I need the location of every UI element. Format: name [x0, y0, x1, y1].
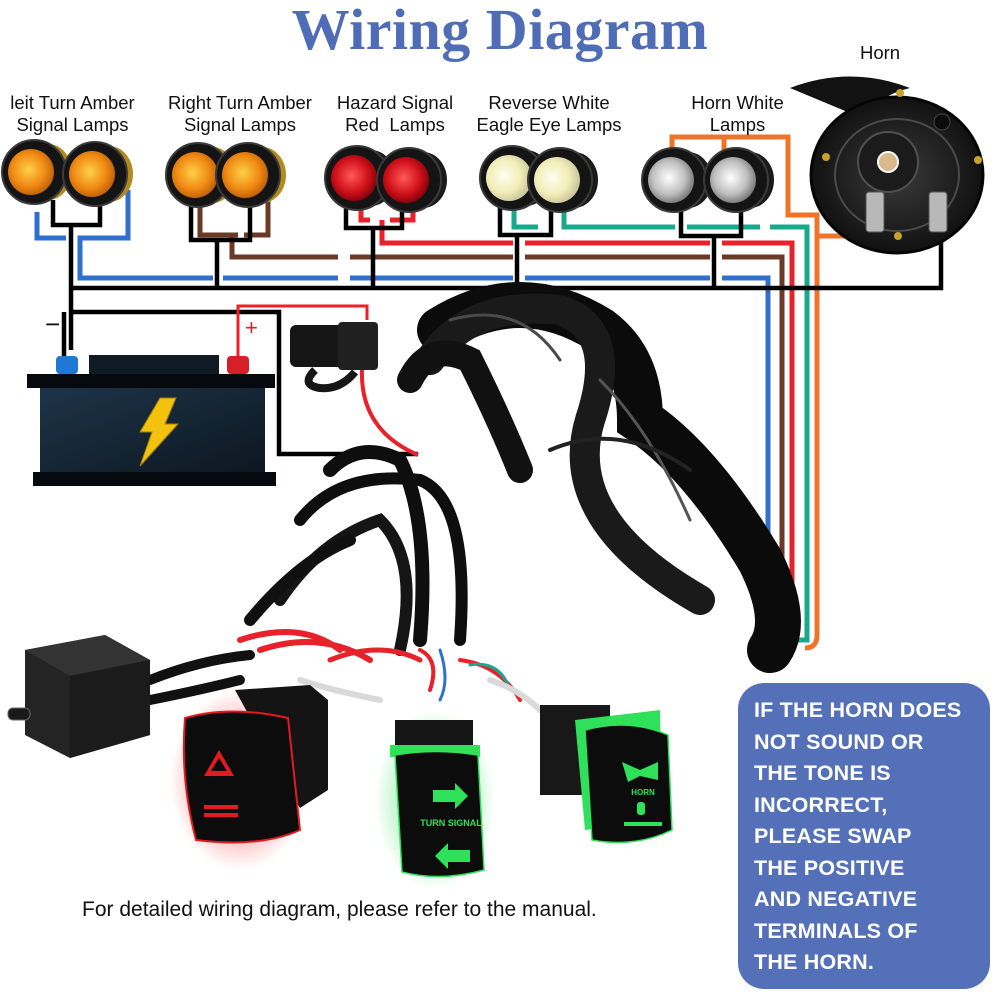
lamp-pair-1: [1, 139, 133, 207]
horn-terminal-left: [865, 191, 885, 233]
lamp: [641, 147, 712, 213]
wiring-harness: [145, 282, 801, 713]
horn-icon: [622, 762, 658, 782]
wire-battery-positive: [236, 304, 369, 368]
note-line: THE POSITIVE: [754, 855, 905, 880]
lamp-label-line1: leit Turn Amber: [10, 92, 135, 113]
note-line: IF THE HORN DOES: [754, 698, 962, 722]
lamp-label-line2: Eagle Eye Lamps: [476, 114, 622, 135]
lamp-label-line2: Lamps: [709, 114, 766, 135]
battery-positive-sign: +: [245, 315, 258, 340]
lamp: [324, 145, 395, 211]
lamp-label-line2: Signal Lamps: [16, 114, 129, 135]
horn-bell: [790, 76, 910, 118]
lamp-label-horn-white: Horn White Lamps: [670, 92, 805, 136]
lamp-pair-3: [324, 145, 447, 213]
note-line: THE HORN.: [754, 950, 875, 974]
page-title: Wiring Diagram: [291, 0, 709, 62]
lamp-label-right-turn: Right Turn Amber Signal Lamps: [156, 92, 324, 136]
left-arrow-icon: [435, 843, 470, 869]
note-line: NOT SOUND OR: [754, 729, 924, 754]
horn-label: Horn: [860, 42, 900, 64]
lamp-label-line2: Red Lamps: [345, 114, 445, 135]
lamp-label-line1: Right Turn Amber: [168, 92, 312, 113]
lamp: [527, 147, 598, 213]
battery: − +: [27, 309, 276, 486]
lamp-label-left-turn: leit Turn Amber Signal Lamps: [0, 92, 150, 136]
ground-group4: [497, 205, 554, 288]
lamp: [215, 142, 286, 208]
horn-switch-text: HORN: [631, 788, 655, 797]
ground-group5: [678, 205, 744, 288]
wire-blue-left-turn: [34, 190, 775, 618]
hazard-triangle-icon: [204, 750, 234, 776]
lamp-label-line1: Horn White: [691, 92, 784, 113]
lamp: [376, 147, 447, 213]
battery-negative-sign: −: [45, 309, 60, 339]
lamp-label-hazard: Hazard Signal Red Lamps: [325, 92, 465, 136]
horn-label-text: Horn: [860, 42, 901, 63]
lamp: [1, 139, 72, 205]
note-line: PLEASE SWAP: [754, 824, 912, 848]
lamp-pair-4: [479, 145, 598, 213]
note-line: TERMINALS OF: [754, 918, 918, 943]
footer-instruction: For detailed wiring diagram, please refe…: [82, 898, 597, 921]
wire-teal-reverse: [511, 205, 810, 643]
lamp-pair-5: [641, 147, 774, 213]
wire-red-hazard: [358, 205, 795, 628]
lamp: [62, 141, 133, 207]
right-arrow-icon: [433, 783, 468, 809]
horn-warning-note: IF THE HORN DOES NOT SOUND OR THE TONE I…: [738, 683, 990, 989]
turn-signal-text: TURN SIGNAL: [420, 818, 482, 828]
horn-switch: HORN: [540, 705, 673, 844]
flasher-relay: [7, 635, 150, 758]
lamp-label-reverse: Reverse White Eagle Eye Lamps: [464, 92, 634, 136]
lamp-label-line1: Reverse White: [488, 92, 610, 113]
battery-positive-terminal: [227, 356, 249, 374]
ground-group2: [188, 200, 253, 288]
lamp-label-line2: Signal Lamps: [183, 114, 297, 135]
lamp-pair-2: [165, 142, 286, 208]
hazard-switch: [170, 685, 328, 870]
ground-group3: [343, 205, 405, 288]
lamps: [1, 139, 774, 213]
lamp-label-line1: Hazard Signal: [336, 92, 454, 113]
horn-terminal-right: [928, 191, 948, 233]
turn-signal-switch: TURN SIGNAL: [375, 710, 495, 890]
wire-brown-right-turn: [197, 200, 785, 623]
fuse-holder: [290, 322, 419, 457]
battery-negative-terminal: [56, 356, 78, 374]
note-line: INCORRECT,: [754, 792, 888, 817]
lightning-bolt-icon: [139, 397, 180, 467]
note-line: AND NEGATIVE: [754, 887, 918, 911]
lamp: [703, 147, 774, 213]
note-line: THE TONE IS: [754, 761, 891, 785]
horn: [790, 76, 985, 255]
